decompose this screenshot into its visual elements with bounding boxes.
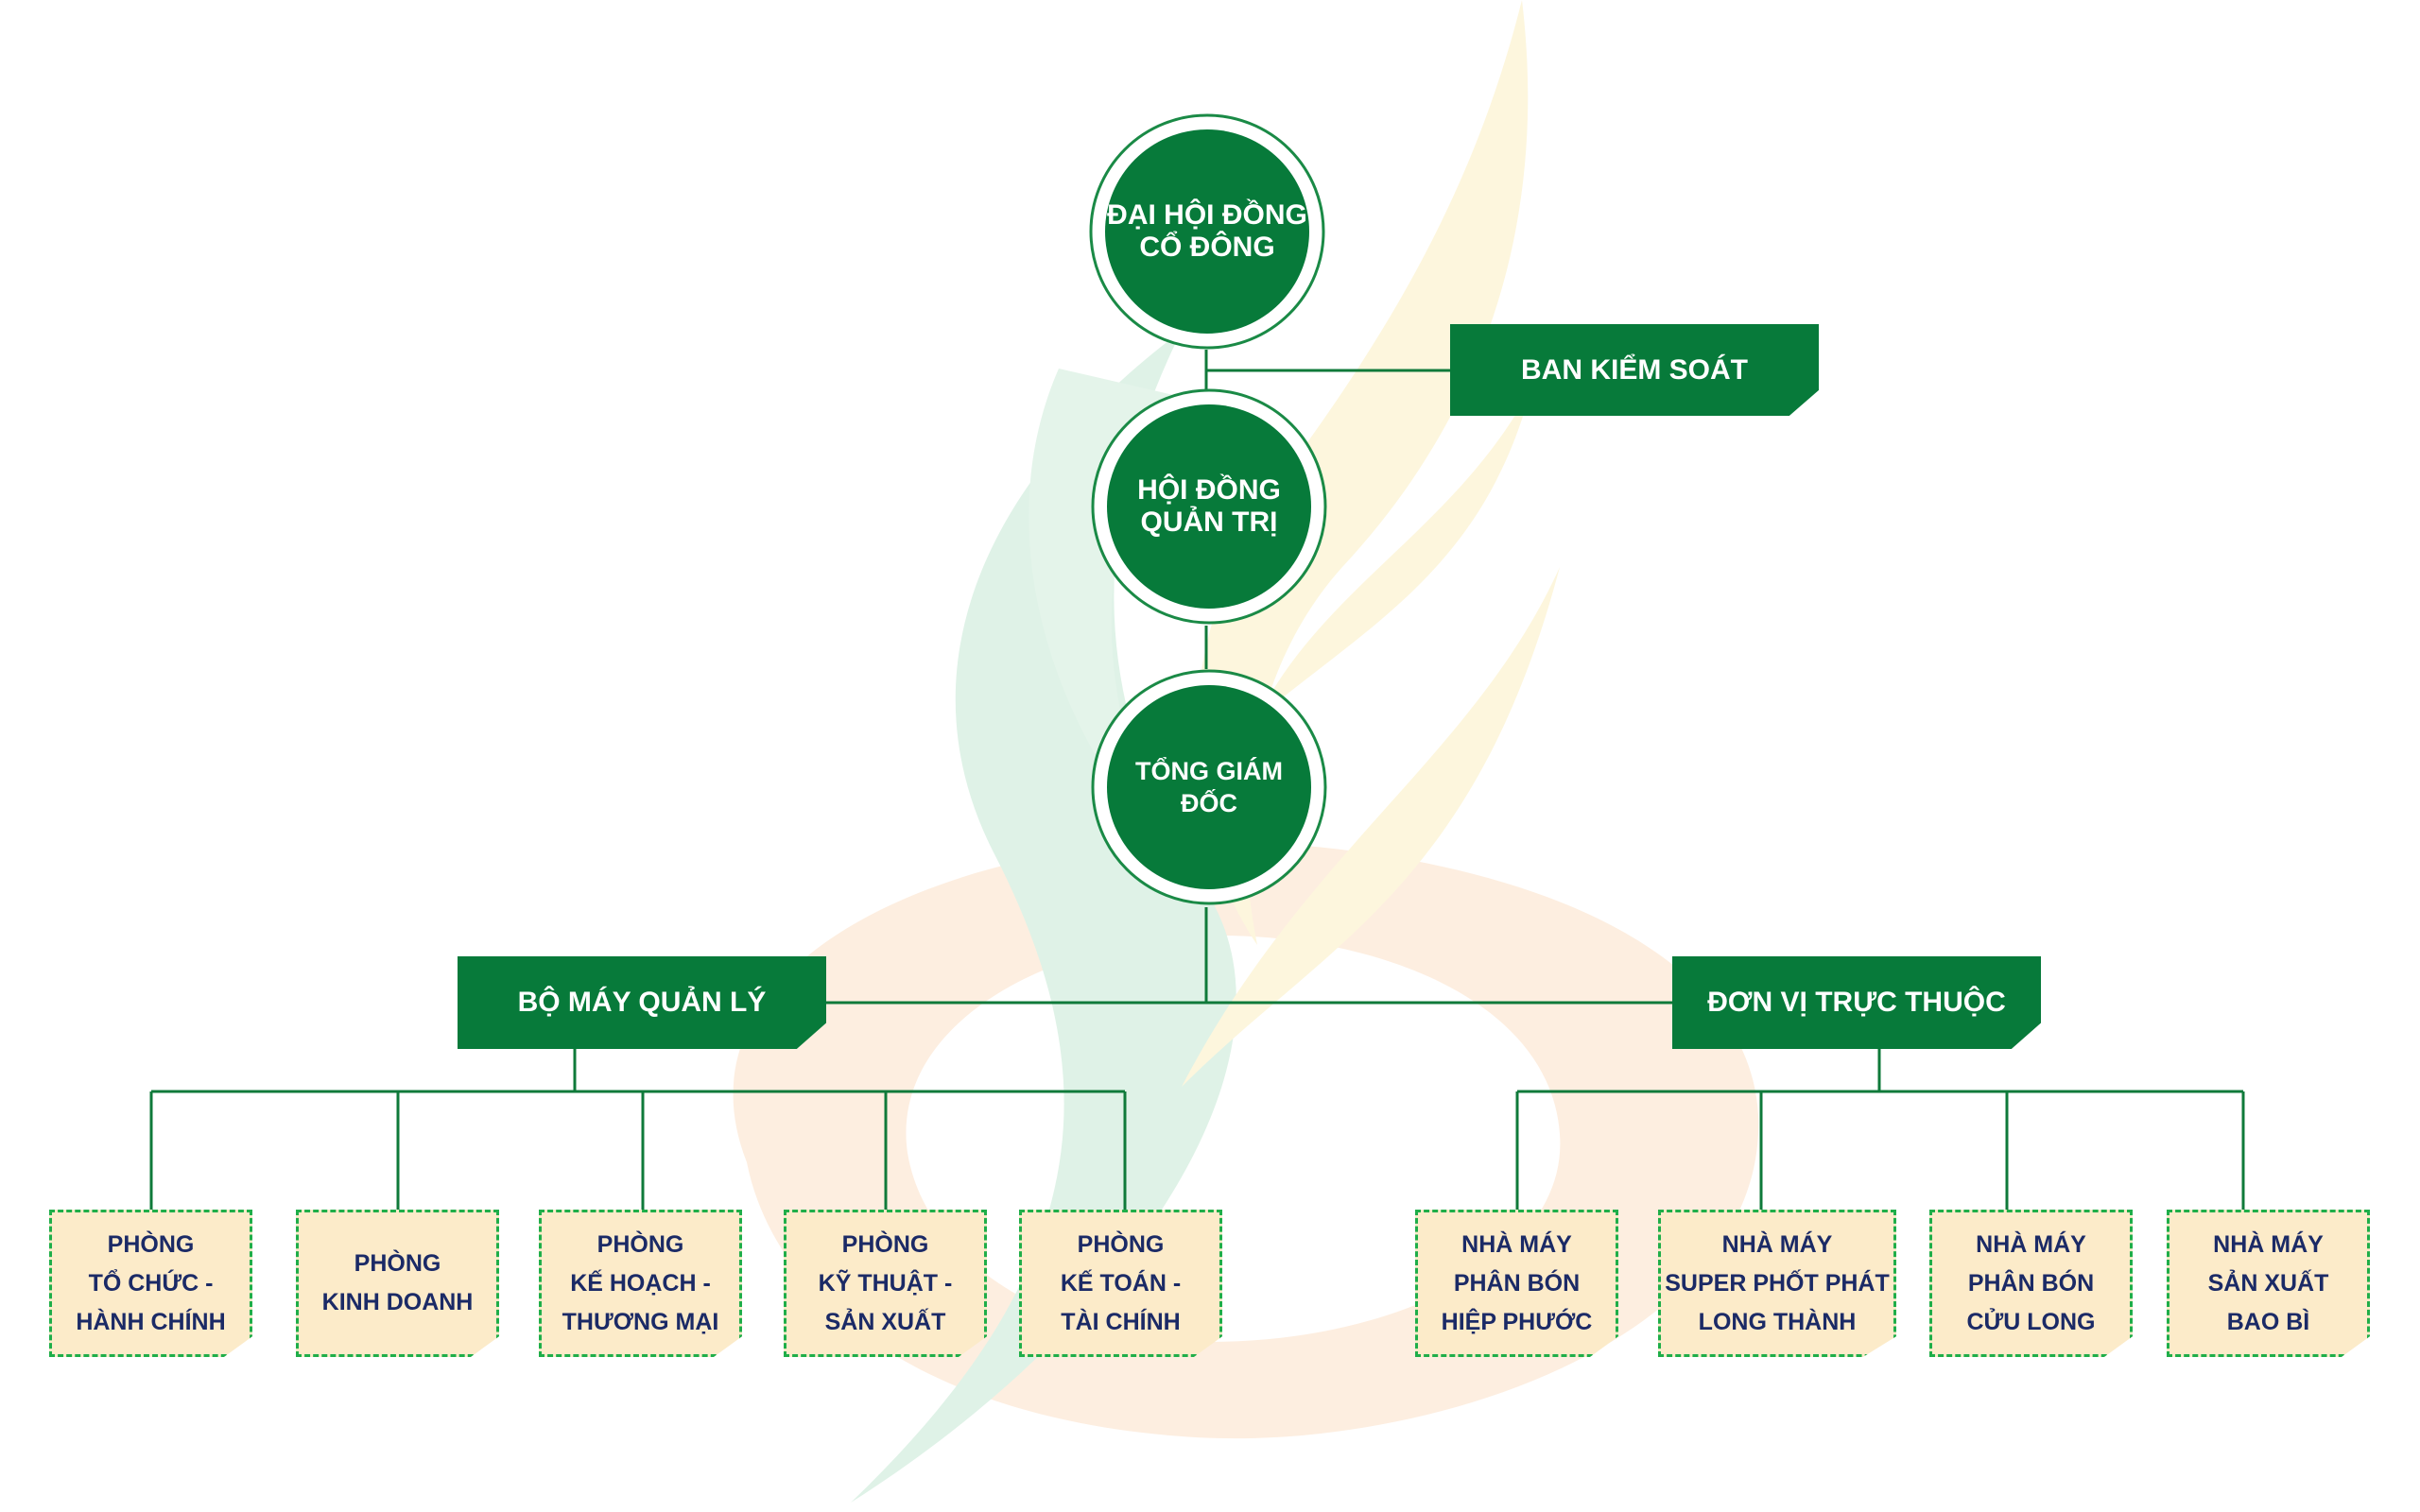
subsidiaries-banner: ĐƠN VỊ TRỰC THUỘC <box>1672 956 2041 1049</box>
watermark-leaf-yellow-3 <box>1257 387 1531 718</box>
factory-box: NHÀ MÁY PHÂN BÓN CỬU LONG <box>1929 1210 2133 1357</box>
management-banner: BỘ MÁY QUẢN LÝ <box>458 956 826 1049</box>
factory-box: NHÀ MÁY PHÂN BÓN HIỆP PHƯỚC <box>1415 1210 1618 1357</box>
watermark-leaf-yellow-2 <box>1182 567 1560 1087</box>
factory-box: NHÀ MÁY SẢN XUẤT BAO BÌ <box>2167 1210 2370 1357</box>
ceo-circle <box>1091 669 1327 905</box>
department-box: PHÒNG KẾ TOÁN - TÀI CHÍNH <box>1019 1210 1222 1357</box>
department-box: PHÒNG KẾ HOẠCH - THƯƠNG MẠI <box>539 1210 742 1357</box>
factory-box: NHÀ MÁY SUPER PHỐT PHÁT LONG THÀNH <box>1658 1210 1896 1357</box>
supervisory-banner: BAN KIỂM SOÁT <box>1450 324 1819 416</box>
shareholders-node: ĐẠI HỘI ĐỒNG CỔ ĐÔNG <box>1107 199 1307 263</box>
board-circle <box>1091 388 1327 625</box>
board-node: HỘI ĐỒNG QUẢN TRỊ <box>1137 474 1281 538</box>
department-box: PHÒNG KỸ THUẬT - SẢN XUẤT <box>784 1210 987 1357</box>
watermark-leaf-green-2 <box>1028 369 1182 850</box>
shareholders-circle <box>1089 113 1325 350</box>
ceo-node: TỔNG GIÁM ĐỐC <box>1135 757 1283 817</box>
department-box: PHÒNG TỔ CHỨC - HÀNH CHÍNH <box>49 1210 252 1357</box>
watermark-leaf-yellow <box>1196 0 1529 945</box>
department-box: PHÒNG KINH DOANH <box>296 1210 499 1357</box>
